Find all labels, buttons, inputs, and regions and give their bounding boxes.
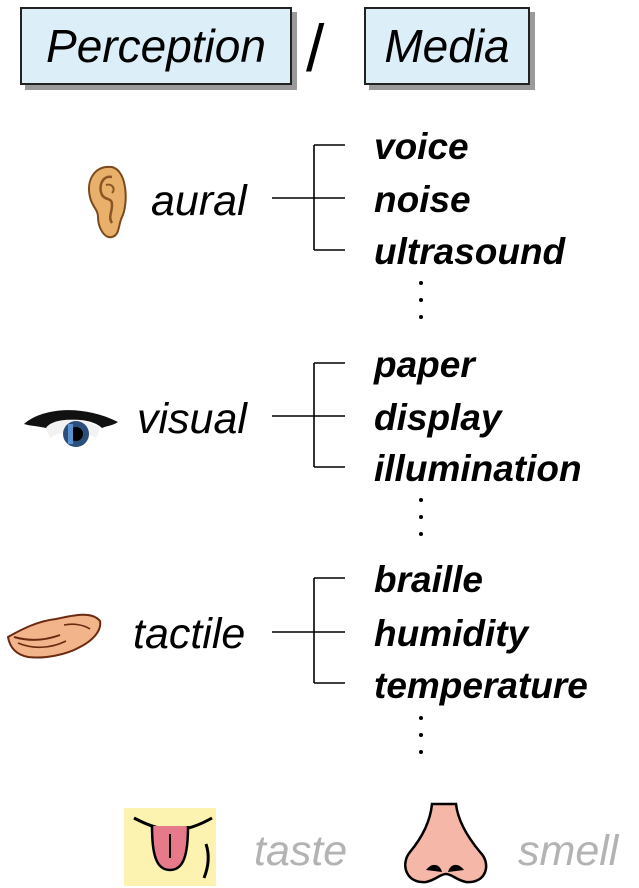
- medium-display: display: [374, 399, 502, 436]
- hand-icon: [4, 607, 104, 663]
- medium-voice: voice: [374, 128, 469, 165]
- medium-humidity: humidity: [374, 615, 528, 652]
- eye-icon: [22, 404, 120, 448]
- nose-icon: [396, 800, 494, 886]
- medium-noise: noise: [374, 181, 471, 218]
- medium-braille: braille: [374, 561, 483, 598]
- sense-taste: taste: [254, 830, 347, 873]
- ear-icon: [82, 163, 130, 243]
- medium-ultrasound: ultrasound: [374, 233, 565, 270]
- tongue-icon: [124, 808, 216, 886]
- medium-temperature: temperature: [374, 667, 588, 704]
- sense-tactile: tactile: [133, 613, 245, 656]
- medium-illumination: illumination: [374, 450, 582, 487]
- sense-smell: smell: [518, 830, 618, 873]
- sense-aural: aural: [151, 180, 247, 223]
- medium-paper: paper: [374, 346, 475, 383]
- sense-visual: visual: [137, 398, 247, 441]
